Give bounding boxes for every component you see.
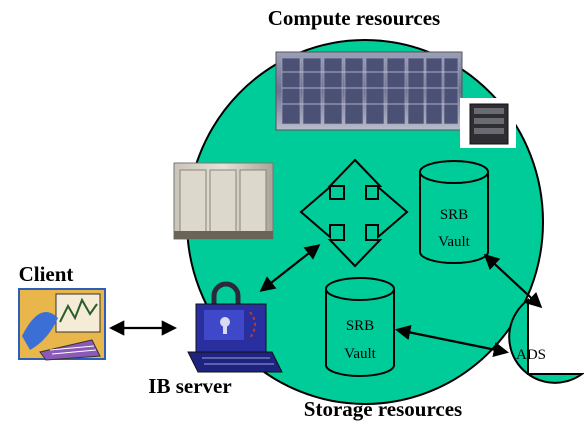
vault-upper-line1: SRB	[440, 207, 468, 223]
arrow-lowervault-ads	[394, 324, 510, 358]
srb-vault-lower: SRB Vault	[325, 277, 395, 377]
storage-cabinet-icon	[173, 162, 274, 240]
vault-lower-line1: SRB	[346, 318, 374, 334]
vault-upper-line2: Vault	[438, 234, 470, 250]
ib-server-label: IB server	[148, 374, 231, 398]
compute-resources-label: Compute resources	[268, 6, 440, 30]
padlock-computer-icon	[187, 281, 283, 373]
server-rack-icon	[275, 51, 463, 131]
client-label: Client	[19, 262, 74, 286]
monitor-chart-icon	[18, 288, 106, 361]
server-tower-icon	[460, 98, 516, 148]
storage-resources-label: Storage resources	[304, 397, 462, 421]
srb-vault-upper: SRB Vault	[419, 160, 489, 264]
arrow-ibserver-center	[259, 244, 321, 292]
arrow-vault-ads	[483, 253, 543, 309]
four-way-arrow-icon	[299, 158, 409, 268]
ads-node: ADS	[508, 298, 584, 384]
ads-label: ADS	[516, 347, 546, 363]
vault-lower-line2: Vault	[344, 346, 376, 362]
